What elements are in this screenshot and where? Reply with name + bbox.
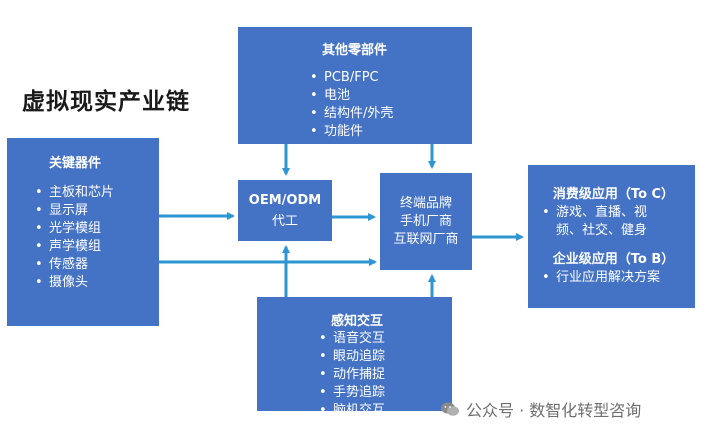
other-parts-title: 其他零部件 [322,43,388,58]
interaction-box: 感知交互 语音交互 眼动追踪 动作捕捉 手势追踪 脑机交互 [257,297,452,420]
oem-sub-label: 代工 [271,213,298,229]
list-item: 功能件 [310,123,472,141]
watermark-text: 公众号 · 数智化转型咨询 [466,401,642,420]
oem-odm-box: OEM/ODM 代工 [238,180,332,241]
consumer-app-title: 消费级应用（To C） [552,187,675,202]
terminal-brand-box: 终端品牌 手机厂商 互联网厂商 [380,173,472,270]
enterprise-app-title: 企业级应用（To B） [552,252,675,267]
terminal-line: 互联网厂商 [393,231,459,247]
wechat-icon [440,401,460,417]
diagram-title: 虚拟现实产业链 [22,88,190,115]
list-item: 电池 [310,87,472,105]
terminal-line: 终端品牌 [399,195,452,211]
terminal-line: 手机厂商 [399,213,452,229]
oem-label: OEM/ODM [248,192,322,208]
key-components-list: 主板和芯片 显示屏 光学模组 声学模组 传感器 摄像头 [35,184,159,292]
list-item: 声学模组 [35,238,159,256]
key-components-box: 关键器件 主板和芯片 显示屏 光学模组 声学模组 传感器 摄像头 [7,138,159,326]
watermark: 公众号 · 数智化转型咨询 [440,397,641,421]
interaction-list: 语音交互 眼动追踪 动作捕捉 手势追踪 脑机交互 [319,330,452,420]
list-item: 眼动追踪 [319,348,452,366]
list-item: 行业应用解决方案 [542,269,685,287]
other-parts-box: 其他零部件 PCB/FPC 电池 结构件/外壳 功能件 [238,27,472,144]
list-item: 动作捕捉 [319,366,452,384]
consumer-app-list: 游戏、直播、视频、社交、健身 [542,204,685,240]
list-item: 游戏、直播、视频、社交、健身 [542,204,668,240]
list-item: 显示屏 [35,202,159,220]
list-item: 光学模组 [35,220,159,238]
other-parts-list: PCB/FPC 电池 结构件/外壳 功能件 [310,69,472,141]
list-item: 脑机交互 [319,402,452,420]
list-item: PCB/FPC [310,69,472,87]
list-item: 手势追踪 [319,384,452,402]
list-item: 结构件/外壳 [310,105,472,123]
interaction-title: 感知交互 [331,314,384,329]
applications-box: 消费级应用（To C） 游戏、直播、视频、社交、健身 企业级应用（To B） 行… [528,165,695,308]
list-item: 语音交互 [319,330,452,348]
list-item: 摄像头 [35,274,159,292]
key-components-title: 关键器件 [49,156,102,171]
list-item: 主板和芯片 [35,184,159,202]
enterprise-app-list: 行业应用解决方案 [542,269,685,287]
list-item: 传感器 [35,256,159,274]
